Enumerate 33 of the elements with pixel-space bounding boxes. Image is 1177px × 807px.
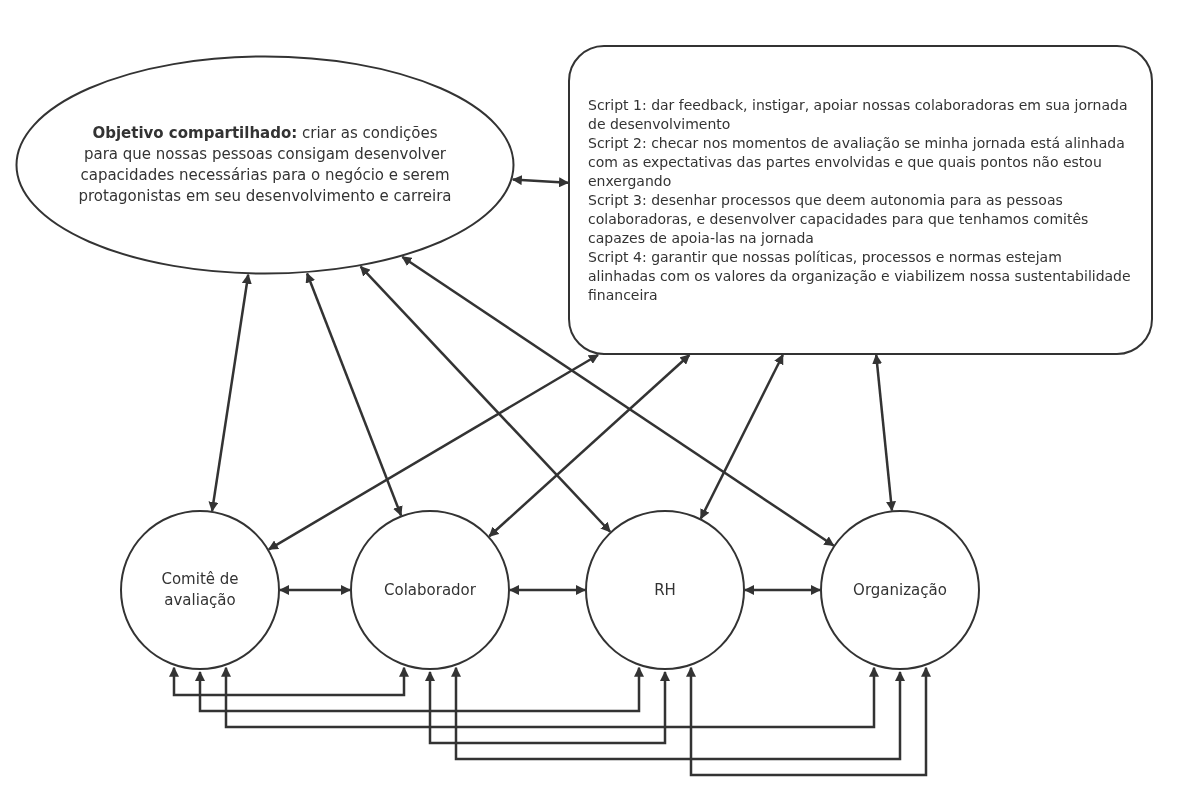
node-label: Colaborador <box>383 579 477 601</box>
circle-node <box>820 510 980 670</box>
node-label: Organização <box>852 579 948 601</box>
node-label: Comitê de avaliação <box>160 569 240 611</box>
double-arrow <box>359 265 612 533</box>
double-arrow <box>305 272 403 517</box>
double-arrow <box>425 671 670 745</box>
double-arrow <box>279 585 351 595</box>
rounded-text-box <box>568 45 1153 355</box>
script-text: Script 4: garantir que nossas políticas, processos e normas estejam alinhadas com os valores da organização e viabilizem nossa sustentabilidade financeira <box>588 247 1132 305</box>
circle-node <box>350 510 510 670</box>
script-text: Script 1: dar feedback, instigar, apoiar nossas colaboradoras em sua jornada de desenvolvimento <box>588 95 1129 134</box>
node-label: RH <box>653 579 677 601</box>
double-arrow <box>401 255 835 547</box>
circle-node <box>120 510 280 670</box>
goal-text: Objetivo compartilhado: criar as condições para que nossas pessoas consigam desenvolver capacidades necessárias para o negócio e serem protagonistas em seu desenvolvimento e carreira <box>77 123 453 207</box>
script-text: Script 3: desenhar processos que deem autonomia para as pessoas colaboradoras, e desenvolver capacidades para que tenhamos comitês capazes de apoia-las na jornada <box>588 190 1090 248</box>
double-arrow <box>511 175 569 188</box>
double-arrow <box>221 666 879 729</box>
script-text: Script 2: checar nos momentos de avaliação se minha jornada está alinhada com as expectativas das partes envolvidas e que quais pontos não estou enxergando <box>588 133 1126 191</box>
circle-node <box>585 510 745 670</box>
double-arrow <box>744 585 821 595</box>
double-arrow <box>195 666 644 713</box>
double-arrow <box>268 353 599 551</box>
double-arrow <box>686 666 931 777</box>
double-arrow <box>451 666 905 761</box>
double-arrow <box>872 354 896 512</box>
double-arrow <box>208 273 252 512</box>
goal-ellipse <box>15 55 515 275</box>
double-arrow <box>169 666 409 697</box>
double-arrow <box>488 354 691 538</box>
double-arrow <box>699 354 784 520</box>
double-arrow <box>509 585 586 595</box>
